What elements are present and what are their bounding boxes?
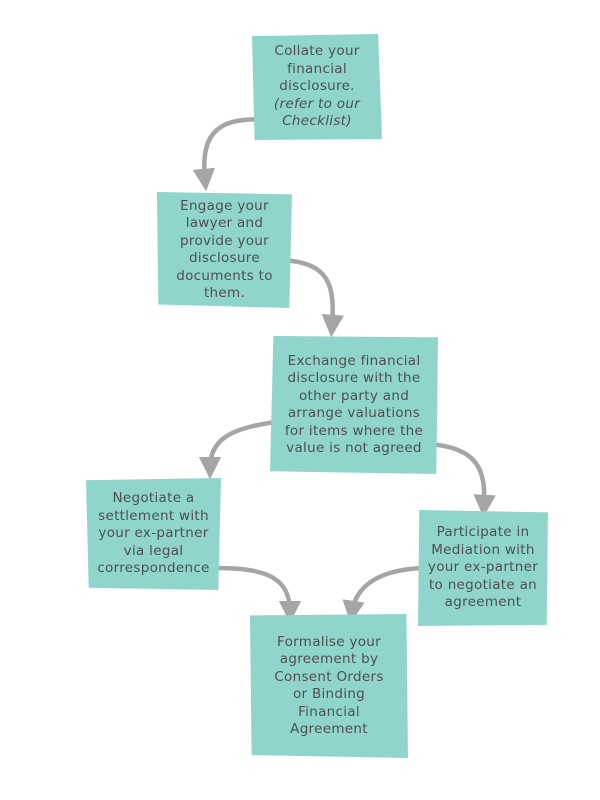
arrow-exchange-to-mediation [427, 441, 496, 518]
step-text-line: for items where the [284, 422, 424, 439]
step-text-line: provide your [180, 232, 269, 249]
step-text-line: your ex-partner [427, 559, 539, 576]
checklist-reference: Checklist) [282, 113, 352, 130]
arrow-mediation-to-formalise [342, 565, 425, 624]
step-text-line: value is not agreed [286, 440, 422, 456]
step-text-line: financial [287, 60, 347, 77]
checklist-reference: (refer to our [273, 95, 361, 112]
step-text-line: to negotiate an [428, 576, 538, 593]
step-text-line: lawyer and [185, 215, 264, 231]
step-negotiate-settlement: Negotiate a settlement with your ex-part… [86, 478, 221, 590]
step-text-line: Consent Orders [274, 668, 384, 685]
step-text-line: via legal [123, 542, 184, 559]
step-text-line: arrange valuations [287, 405, 421, 421]
step-text-line: your ex-partner [98, 525, 209, 542]
step-text-line: Financial [298, 703, 360, 720]
step-text-line: disclosure. [279, 78, 355, 95]
step-text-line: Participate in [436, 524, 530, 541]
step-text-line: other party and [298, 387, 410, 404]
step-text-line: Mediation with [431, 541, 535, 558]
arrow-negotiate-to-formalise [215, 565, 302, 624]
step-collate-disclosure: Collate your financial disclosure. (refe… [252, 34, 382, 140]
step-text-line: agreement [444, 594, 522, 611]
step-text-line: Engage your [180, 197, 269, 214]
step-exchange-disclosure: Exchange financial disclosure with the o… [270, 336, 438, 474]
step-text-line: disclosure with the [287, 370, 421, 386]
step-text-line: correspondence [97, 560, 210, 577]
arrow-lawyer-to-exchange [277, 257, 345, 338]
step-text-line: Negotiate a [112, 490, 195, 507]
step-text-line: documents to [176, 267, 273, 284]
step-participate-mediation: Participate in Mediation with your ex-pa… [418, 510, 548, 626]
step-text-line: them. [203, 285, 246, 301]
step-text-line: or Binding [292, 686, 366, 702]
step-text-line: agreement by [279, 651, 379, 667]
step-text-line: Collate your [274, 43, 360, 60]
step-formalise-agreement: Formalise your agreement by Consent Orde… [250, 614, 408, 758]
step-text-line: disclosure [189, 250, 260, 266]
step-text-line: Formalise your [277, 633, 381, 650]
step-text-line: settlement with [98, 507, 209, 524]
arrow-exchange-to-negotiate [198, 419, 279, 480]
step-engage-lawyer: Engage your lawyer and provide your disc… [157, 192, 292, 308]
step-text-line: Agreement [290, 721, 368, 737]
step-text-line: Exchange financial [287, 352, 421, 369]
